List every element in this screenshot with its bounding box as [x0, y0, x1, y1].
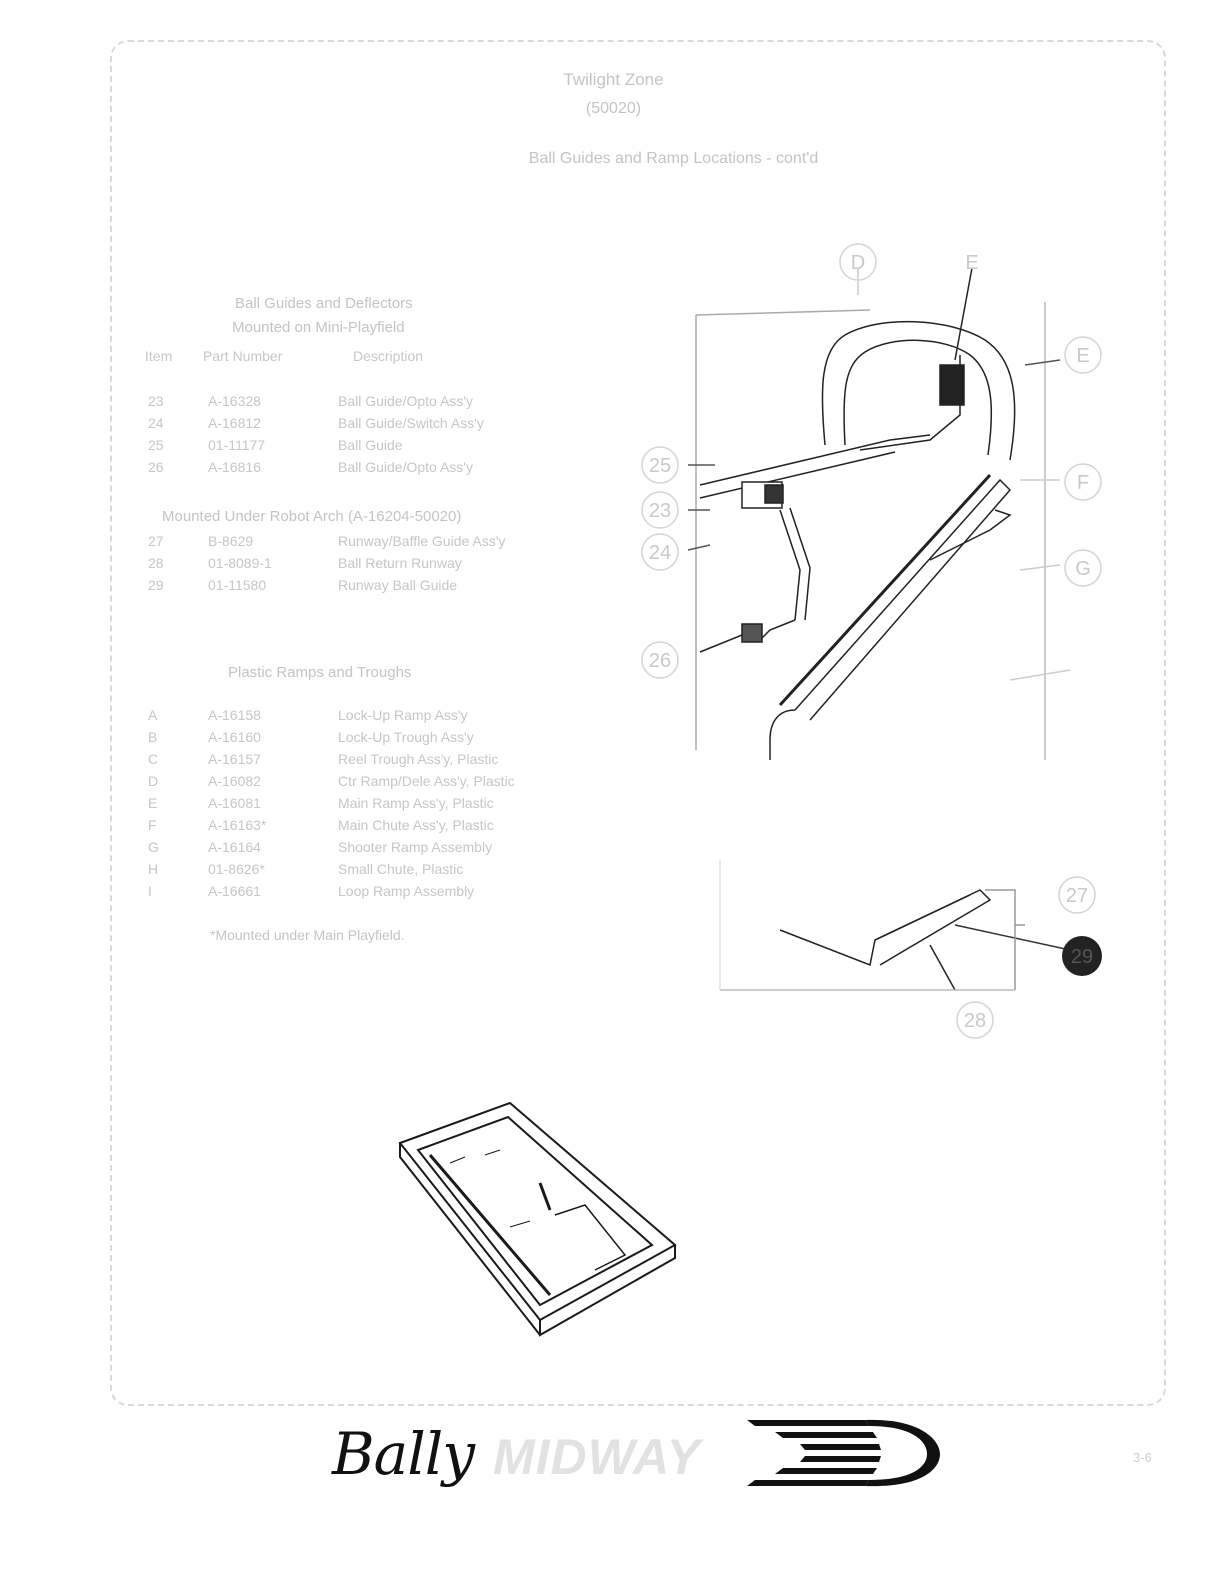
table-row: 28 01-8089-1 Ball Return Runway [148, 555, 462, 571]
callout-f: F [1077, 472, 1089, 494]
page-number: 3-6 [1133, 1450, 1152, 1465]
ramps-heading: Plastic Ramps and Troughs [228, 664, 412, 681]
col-part: Part Number [203, 348, 283, 364]
midway-emblem-icon [747, 1419, 940, 1487]
table-row: 23 A-16328 Ball Guide/Opto Ass'y [148, 393, 473, 409]
midway-logo: MIDWAY [493, 1429, 701, 1485]
table-row: 25 01-11177 Ball Guide [148, 437, 403, 453]
guides-subheading: Mounted on Mini-Playfield [232, 319, 405, 336]
robot-table: 27 B-8629 Runway/Baffle Guide Ass'y 28 0… [148, 533, 588, 599]
doc-title: Twilight Zone [563, 70, 664, 89]
col-item: Item [145, 348, 173, 364]
col-desc: Description [353, 348, 424, 364]
callout-e2: E [1076, 345, 1089, 367]
callout-24: 24 [649, 542, 671, 564]
ramp-diagram: D E E 25 23 24 F G 26 27 28 29 [641, 243, 1102, 1039]
doc-subtitle: Ball Guides and Ramp Locations - cont'd [528, 150, 819, 167]
callout-e1: E [965, 252, 978, 274]
robot-heading: Mounted Under Robot Arch (A-16204-50020) [162, 508, 462, 525]
table-row: 24 A-16812 Ball Guide/Switch Ass'y [148, 415, 484, 431]
callout-g: G [1075, 558, 1091, 580]
table-row: 26 A-16816 Ball Guide/Opto Ass'y [148, 459, 473, 475]
ramps-footnote: *Mounted under Main Playfield. [210, 927, 405, 943]
callout-d: D [851, 252, 865, 274]
callout-23: 23 [649, 500, 671, 522]
doc-model: (50020) [585, 100, 642, 117]
callout-28: 28 [964, 1010, 986, 1032]
table-row: 27 B-8629 Runway/Baffle Guide Ass'y [148, 533, 506, 549]
callout-29: 29 [1071, 946, 1093, 968]
guides-table-header: Item Part Number Description [145, 348, 585, 370]
callout-26: 26 [649, 650, 671, 672]
callout-25: 25 [649, 455, 671, 477]
guides-heading: Ball Guides and Deflectors [235, 295, 413, 312]
bally-logo: Bally [332, 1420, 475, 1488]
callout-27: 27 [1066, 885, 1088, 907]
table-row: 29 01-11580 Runway Ball Guide [148, 577, 458, 593]
page-frame [110, 40, 1166, 1406]
mini-playfield-drawing [398, 1101, 677, 1337]
callout-29-marker [1062, 936, 1102, 976]
guides-table: 23 A-16328 Ball Guide/Opto Ass'y 24 A-16… [148, 393, 588, 481]
